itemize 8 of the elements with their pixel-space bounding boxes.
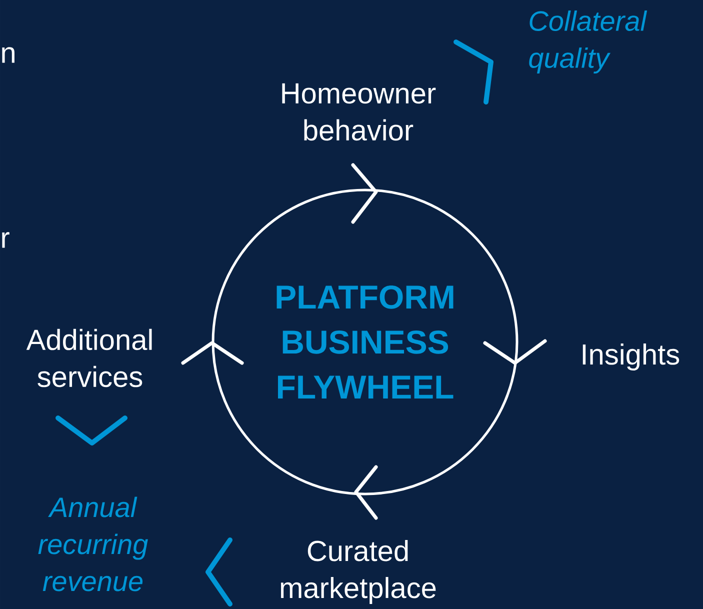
label: Homeowner behavior xyxy=(282,83,436,141)
label: n xyxy=(2,47,14,63)
label: Additional services xyxy=(26,328,152,388)
label: r xyxy=(2,232,10,248)
label: Curated marketplace xyxy=(280,540,436,604)
label: Insights xyxy=(582,343,680,370)
label: Annual recurring revenue xyxy=(38,496,148,592)
label: Collateral quality xyxy=(529,10,648,74)
